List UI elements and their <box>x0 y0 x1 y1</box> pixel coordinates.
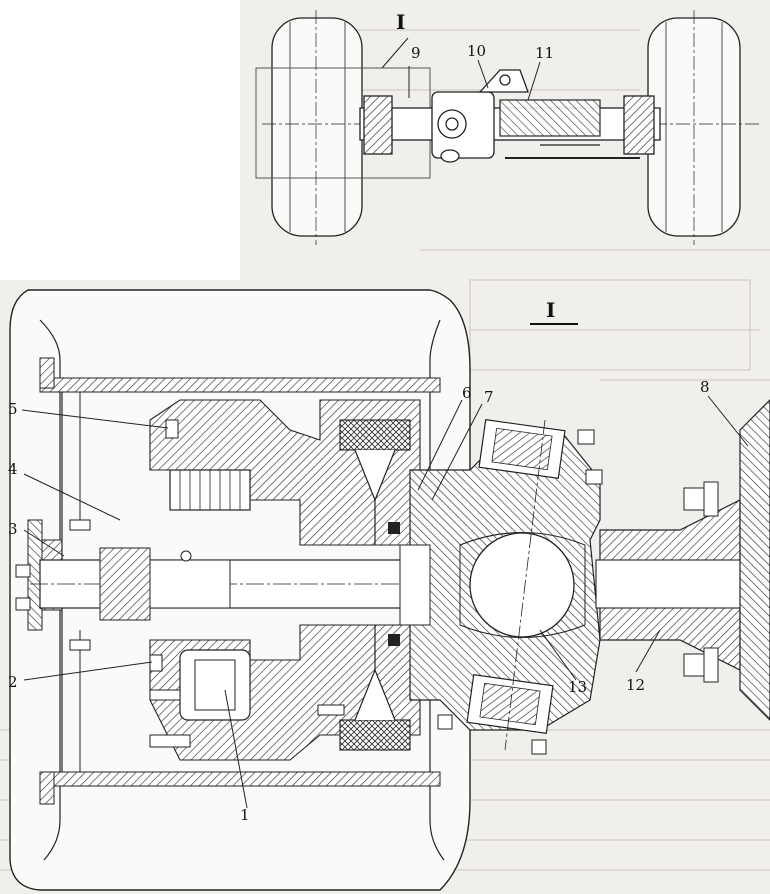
callout-6: 6 <box>462 384 472 402</box>
callout-11: 11 <box>535 44 555 62</box>
callout-10: 10 <box>467 42 487 60</box>
main-leader-lines <box>21 395 749 809</box>
callout-4: 4 <box>8 460 18 478</box>
callout-2: 2 <box>8 673 18 691</box>
left-wheel <box>271 17 363 237</box>
callout-13: 13 <box>568 678 588 696</box>
callout-1: 1 <box>240 806 250 824</box>
section-marker-top: I <box>396 10 406 34</box>
callout-9: 9 <box>411 44 421 62</box>
blank-corner <box>0 0 240 280</box>
section-marker-main: I <box>546 298 556 322</box>
top-leader-lines <box>381 37 541 101</box>
ball-joint <box>469 532 575 638</box>
callout-8: 8 <box>700 378 710 396</box>
main-section-view <box>9 289 770 891</box>
callout-5: 5 <box>8 400 18 418</box>
brake-lining-bottom <box>339 719 411 751</box>
brake-lining-top <box>339 419 411 451</box>
callout-7: 7 <box>484 388 494 406</box>
callout-3: 3 <box>8 520 18 538</box>
callout-12: 12 <box>626 676 646 694</box>
top-axle-view <box>255 10 760 245</box>
